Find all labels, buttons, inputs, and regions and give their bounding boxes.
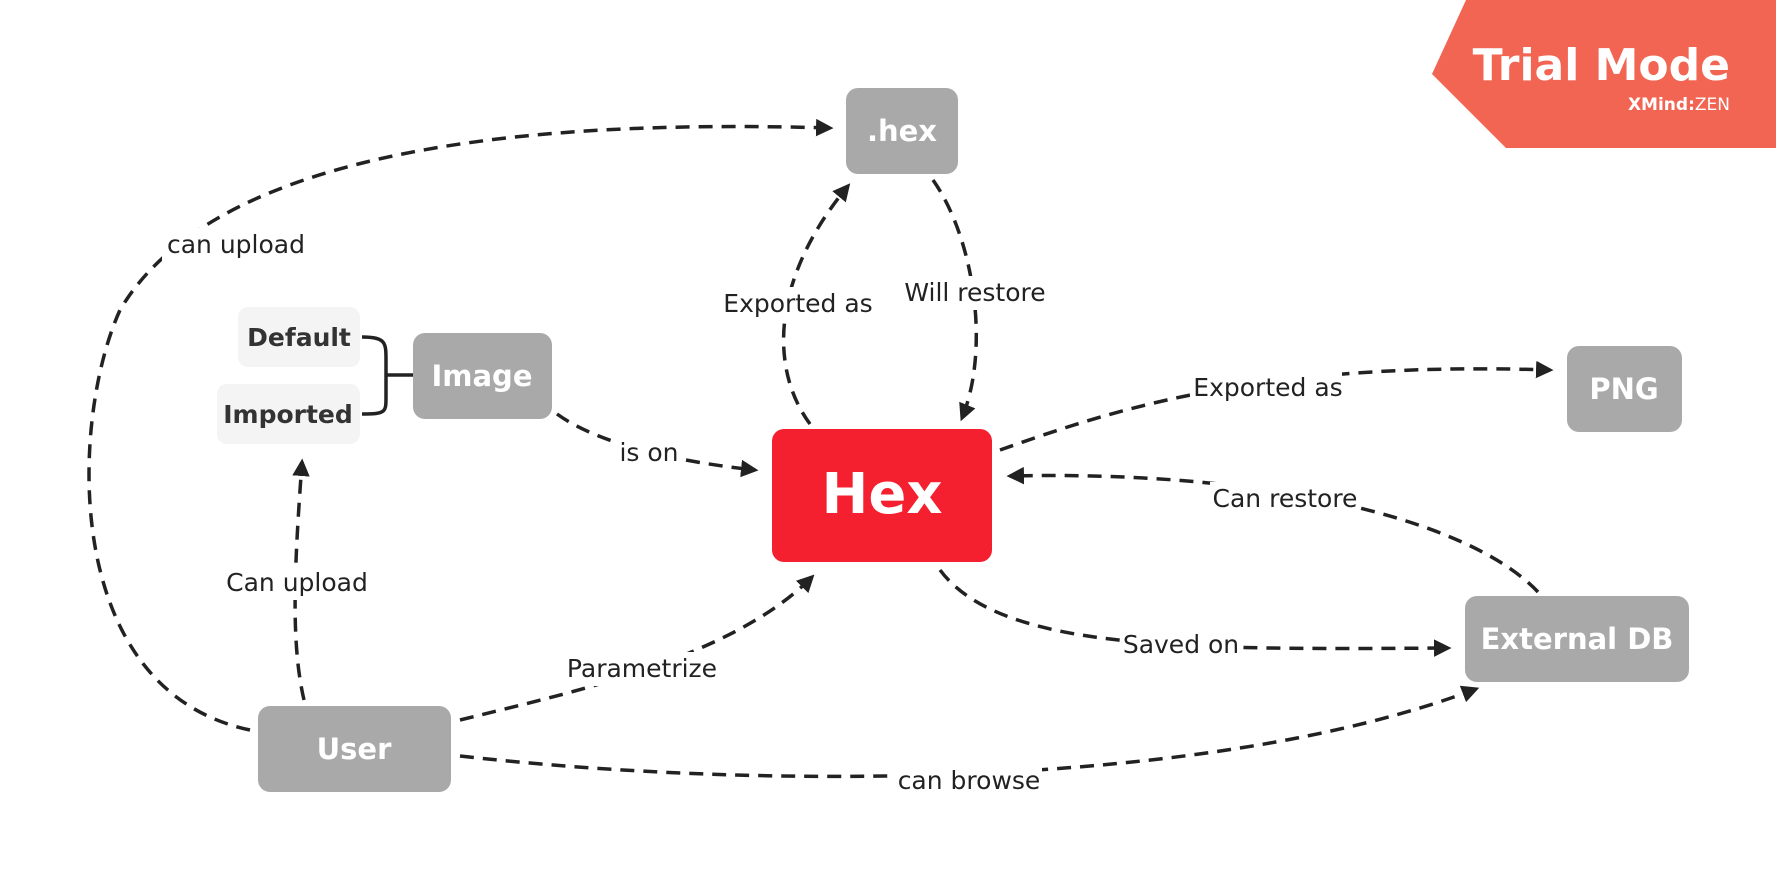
label-saved-on: Saved on bbox=[1123, 630, 1239, 659]
edge-user-to-hex[interactable] bbox=[459, 574, 815, 722]
label-bg bbox=[222, 566, 372, 600]
topic-hexfile-box bbox=[846, 88, 958, 174]
label-exported-as-png: Exported as bbox=[1193, 373, 1342, 402]
subtopic-default-label: Default bbox=[247, 323, 351, 352]
topic-user-box bbox=[258, 706, 451, 792]
edge-user-to-externaldb[interactable] bbox=[459, 685, 1480, 779]
trial-mode-title: Trial Mode bbox=[1473, 40, 1730, 91]
trial-mode-badge[interactable]: Trial Mode XMind:ZEN bbox=[1432, 0, 1776, 148]
label-can-restore: Can restore bbox=[1213, 484, 1358, 513]
label-bg bbox=[1122, 628, 1240, 662]
topic-hexfile[interactable]: .hex bbox=[846, 88, 958, 174]
label-can-upload-imported: Can upload bbox=[226, 568, 368, 597]
label-is-on: is on bbox=[619, 438, 678, 467]
edge-hex-to-externaldb[interactable] bbox=[938, 568, 1452, 657]
subtopic-default[interactable]: Default bbox=[238, 307, 360, 367]
label-bg bbox=[1190, 371, 1342, 405]
label-bg bbox=[618, 436, 678, 470]
label-can-browse: can browse bbox=[898, 766, 1041, 795]
topic-png-box bbox=[1567, 346, 1682, 432]
label-bg bbox=[720, 287, 876, 321]
topic-png-label: PNG bbox=[1589, 372, 1658, 406]
label-bg bbox=[896, 764, 1042, 798]
edge-user-to-hexfile[interactable] bbox=[87, 118, 834, 732]
topic-external-db[interactable]: External DB bbox=[1465, 596, 1689, 682]
topic-png[interactable]: PNG bbox=[1567, 346, 1682, 432]
label-bg bbox=[1210, 482, 1360, 516]
topic-external-db-box bbox=[1465, 596, 1689, 682]
relationship-labels: can upload Exported as Will restore is o… bbox=[162, 228, 1360, 798]
subtopic-imported-box bbox=[217, 384, 360, 444]
central-topic-hex[interactable]: Hex bbox=[772, 429, 992, 562]
central-topic-label: Hex bbox=[822, 462, 943, 527]
topic-image-box bbox=[413, 333, 552, 419]
label-exported-as-hexfile: Exported as bbox=[723, 289, 872, 318]
xmind-zen-logo: XMind:ZEN bbox=[1628, 95, 1730, 115]
topic-image-label: Image bbox=[431, 359, 532, 393]
label-parametrize: Parametrize bbox=[567, 654, 717, 683]
label-bg bbox=[162, 228, 308, 262]
topic-external-db-label: External DB bbox=[1481, 622, 1674, 656]
topic-user-label: User bbox=[317, 732, 392, 766]
central-topic-box bbox=[772, 429, 992, 562]
image-subtopic-brace bbox=[361, 335, 413, 416]
topic-user[interactable]: User bbox=[258, 706, 451, 792]
topic-hexfile-label: .hex bbox=[867, 114, 937, 148]
label-will-restore: Will restore bbox=[904, 278, 1045, 307]
label-bg bbox=[900, 276, 1050, 310]
trial-mode-badge-shape bbox=[1432, 0, 1776, 148]
subtopic-imported-label: Imported bbox=[223, 400, 353, 429]
edge-hex-to-hexfile[interactable] bbox=[781, 183, 851, 426]
subtopic-default-box bbox=[238, 307, 360, 367]
subtopic-imported[interactable]: Imported bbox=[217, 384, 360, 444]
label-can-upload-hexfile: can upload bbox=[167, 230, 305, 259]
topic-image[interactable]: Image bbox=[413, 333, 552, 419]
label-bg bbox=[562, 652, 722, 686]
